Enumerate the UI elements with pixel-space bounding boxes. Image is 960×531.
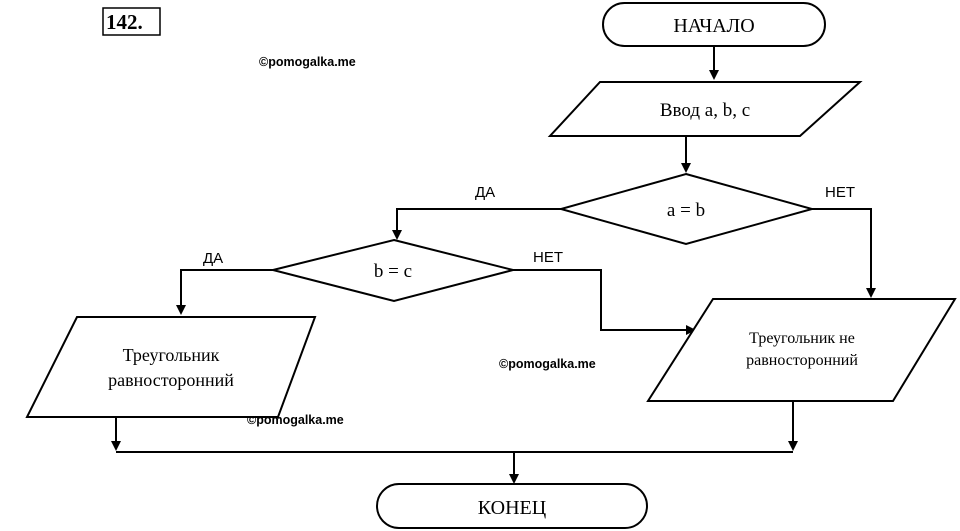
connector-cond2-yes bbox=[180, 269, 273, 305]
label-cond2-no: НЕТ bbox=[533, 249, 563, 266]
watermark-top: ©pomogalka.me bbox=[259, 55, 356, 69]
label-cond1-no: НЕТ bbox=[825, 184, 855, 201]
arrowhead-cond1-yes bbox=[392, 230, 402, 240]
decision-b-equals-c: b = c bbox=[272, 238, 514, 303]
arrowhead-output-yes-down bbox=[111, 441, 121, 451]
arrowhead-merge-end bbox=[509, 474, 519, 484]
arrowhead-output-no-down bbox=[788, 441, 798, 451]
label-cond1-yes: ДА bbox=[475, 184, 495, 201]
problem-number-box bbox=[102, 7, 161, 36]
decision-b-c-shape bbox=[272, 238, 514, 303]
arrowhead-input-cond1 bbox=[681, 163, 691, 173]
input-block: Ввод a, b, c bbox=[547, 81, 863, 137]
problem-number-text: 142. bbox=[106, 10, 143, 34]
output-no-line1: Треугольник не bbox=[749, 330, 855, 347]
start-label: НАЧАЛО bbox=[673, 15, 754, 37]
output-yes-line2: равносторонний bbox=[108, 370, 234, 390]
output-no-line2: равносторонний bbox=[746, 352, 858, 369]
decision-a-b-shape bbox=[557, 172, 816, 246]
start-terminator: НАЧАЛО bbox=[602, 2, 826, 47]
end-shape bbox=[376, 483, 648, 529]
connector-cond1-no bbox=[812, 208, 872, 288]
decision-a-equals-b: a = b bbox=[557, 172, 816, 246]
arrowhead-cond2-yes bbox=[176, 305, 186, 315]
end-terminator: КОНЕЦ bbox=[376, 483, 648, 529]
arrowhead-cond2-no bbox=[686, 325, 696, 335]
arrowhead-start-input bbox=[709, 70, 719, 80]
watermark-middle: ©pomogalka.me bbox=[499, 357, 596, 371]
connector-cond2-no bbox=[513, 269, 686, 331]
output-equilateral: Треугольник равносторонний bbox=[25, 316, 317, 418]
end-label: КОНЕЦ bbox=[478, 497, 546, 519]
problem-number: 142. bbox=[102, 7, 161, 36]
input-shape bbox=[547, 81, 863, 137]
output-no-shape bbox=[646, 298, 957, 402]
arrowhead-cond1-no bbox=[866, 288, 876, 298]
connector-cond1-yes bbox=[396, 208, 561, 230]
decision-b-c-label: b = c bbox=[374, 261, 412, 282]
label-cond2-yes: ДА bbox=[203, 250, 223, 267]
output-yes-shape bbox=[25, 316, 317, 418]
output-yes-line1: Треугольник bbox=[123, 345, 220, 365]
input-label: Ввод a, b, c bbox=[660, 100, 750, 121]
output-not-equilateral: Треугольник не равносторонний bbox=[646, 298, 957, 402]
decision-a-b-label: a = b bbox=[667, 200, 705, 221]
